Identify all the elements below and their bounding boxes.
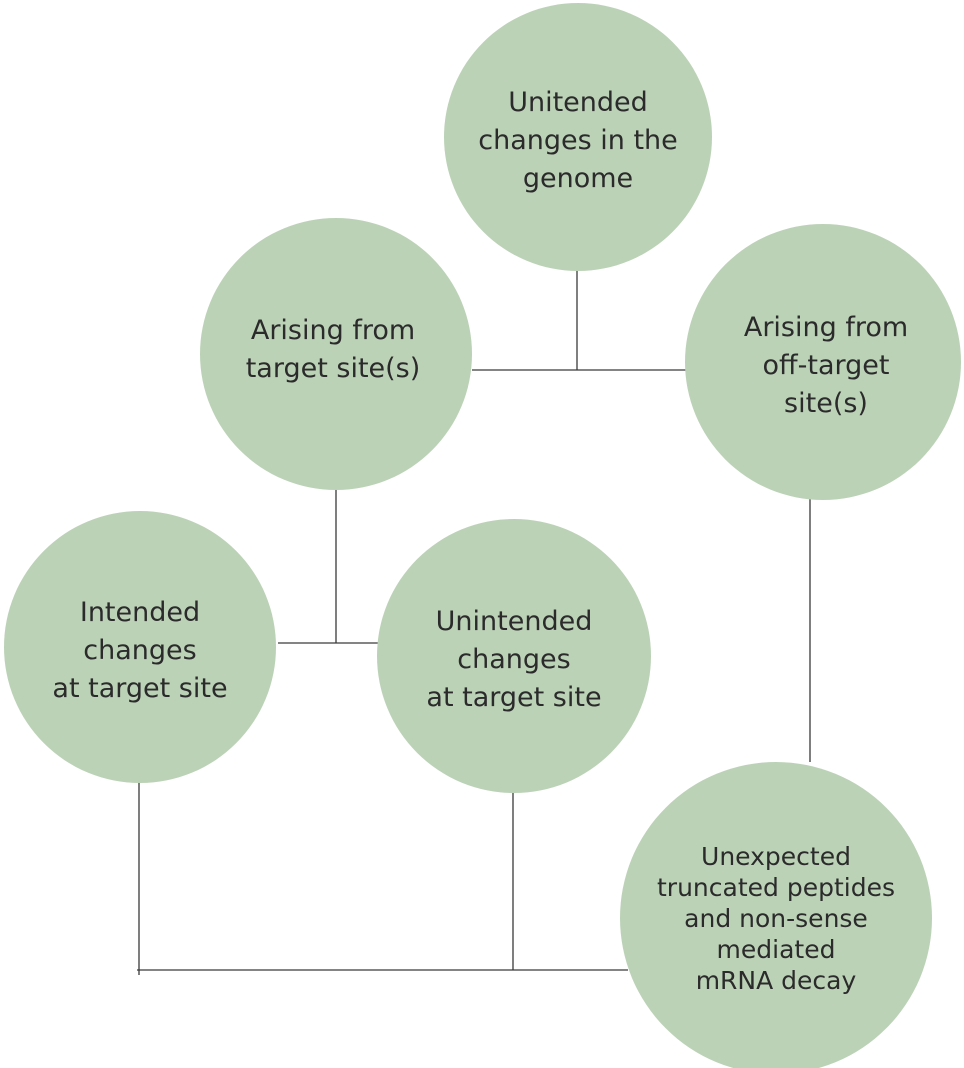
node-label-line: mRNA decay	[696, 966, 857, 995]
node-label: Intended changes at target site	[52, 597, 227, 704]
node-label: Unitended changes in the genome	[478, 87, 678, 194]
node-circle	[685, 224, 961, 500]
node-label-line: target site(s)	[246, 353, 421, 384]
node-unintended-changes: Unintended changes at target site	[377, 519, 651, 793]
node-target-sites: Arising from target site(s)	[200, 218, 472, 490]
node-label-line: changes in the	[478, 125, 678, 156]
node-circle	[444, 3, 712, 271]
node-label-line: and non-sense	[684, 904, 868, 933]
node-label: Arising from target site(s)	[246, 315, 421, 384]
node-label-line: off-target	[763, 350, 890, 381]
node-circle	[377, 519, 651, 793]
node-label: Unintended changes at target site	[426, 606, 601, 713]
node-label-line: changes	[457, 644, 570, 675]
node-label-line: at target site	[52, 673, 227, 704]
node-label-line: Unintended	[436, 606, 593, 637]
node-label-line: Arising from	[251, 315, 415, 346]
node-label-line: genome	[523, 163, 633, 194]
node-circle	[620, 762, 932, 1068]
node-label-line: truncated peptides	[657, 873, 895, 902]
node-label-line: Intended	[80, 597, 200, 628]
connectors	[137, 265, 811, 975]
node-label-line: mediated	[717, 935, 836, 964]
node-intended-changes: Intended changes at target site	[4, 511, 276, 783]
node-circle	[4, 511, 276, 783]
node-off-target-sites: Arising from off-target site(s)	[685, 224, 961, 500]
node-label-line: Unitended	[508, 87, 648, 118]
node-label-line: site(s)	[784, 388, 868, 419]
node-label-line: Unexpected	[701, 842, 851, 871]
node-label-line: Arising from	[744, 312, 908, 343]
node-label-line: changes	[83, 635, 196, 666]
node-label-line: at target site	[426, 682, 601, 713]
node-circle	[200, 218, 472, 490]
node-label: Arising from off-target site(s)	[744, 312, 908, 419]
node-unintended-genome: Unitended changes in the genome	[444, 3, 712, 271]
